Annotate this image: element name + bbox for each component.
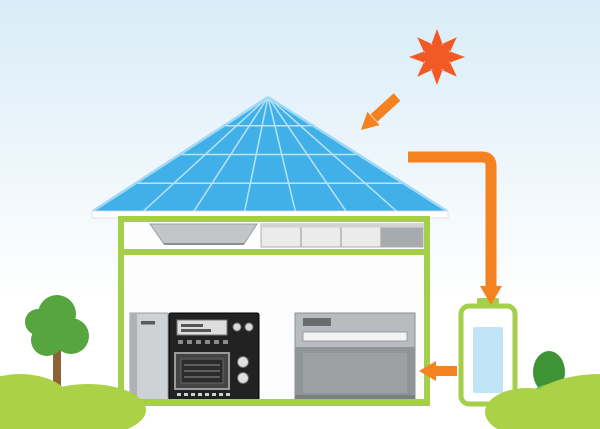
oven-bottom-button [226, 393, 230, 396]
sun-ray [431, 70, 443, 85]
arrow-roof-to-battery [408, 151, 502, 305]
house-frame [118, 216, 430, 406]
solar-panel-grid [136, 96, 403, 212]
roof-edge [267, 95, 448, 213]
sun-ray [409, 51, 424, 63]
sun-ray [417, 37, 432, 52]
arrow-battery-to-appliance [419, 361, 457, 381]
oven-bottom-button [219, 393, 223, 396]
bush-left [0, 374, 146, 429]
roof-edge-highlight [92, 95, 448, 213]
bush-mound [30, 384, 146, 429]
arrow-head [480, 286, 502, 305]
dishwasher-control [303, 318, 331, 326]
tree-foliage-blob [25, 309, 51, 335]
arrow-shaft [370, 93, 401, 122]
oven-button [196, 340, 201, 344]
frame-bottom [118, 399, 430, 406]
sun-icon [409, 29, 465, 85]
cabinet-handle [141, 321, 155, 325]
oven-unit [168, 312, 260, 401]
sun-core [423, 43, 451, 71]
oven-display-segment [181, 324, 203, 327]
panel-grid-line [267, 96, 397, 212]
oven-button [214, 340, 219, 344]
sun-ray [442, 62, 457, 77]
cabinet-side-stripe [130, 313, 137, 400]
oven-knob [244, 322, 254, 332]
frame-left [118, 216, 124, 406]
arrow-shaft [408, 151, 497, 288]
arrow-head [361, 111, 380, 130]
oven-bottom-button [198, 393, 202, 396]
range-hood [149, 223, 258, 245]
oven-button [187, 340, 192, 344]
oven-bottom-button [177, 393, 181, 396]
second-floor-windows [260, 223, 424, 248]
frame-top [118, 216, 430, 222]
oven-button [205, 340, 210, 344]
panel-grid-line [267, 96, 297, 212]
bush-mound [485, 388, 569, 429]
tree-foliage [25, 295, 89, 356]
sun-ray [431, 29, 443, 44]
oven-bottom-button [191, 393, 195, 396]
oven-bottom-button [212, 393, 216, 396]
microwave-knob [237, 372, 249, 384]
roof-edge [92, 95, 269, 213]
storage-battery [458, 298, 518, 407]
tree-left [25, 295, 89, 405]
arrow-sun-to-roof [361, 93, 401, 130]
panel-grid-line [143, 96, 269, 212]
panel-grid-line [243, 96, 269, 212]
oven-bottom-button [184, 393, 188, 396]
dishwasher-lower-panel [303, 353, 407, 393]
tree-trunk [53, 350, 61, 405]
frame-right [424, 216, 430, 406]
arrow-head [419, 361, 436, 381]
oven-button [223, 340, 228, 344]
battery-charge-level [473, 327, 503, 393]
sun-ray [442, 37, 457, 52]
floor-divider [124, 249, 424, 255]
oven-display-segment [181, 329, 211, 332]
panel-grid-line [267, 96, 347, 212]
oven-bottom-button [205, 393, 209, 396]
bush-right [485, 351, 600, 429]
oven-knob [232, 322, 242, 332]
window-pane-dark [381, 224, 423, 247]
oven-button [178, 340, 183, 344]
oven-display [176, 319, 228, 336]
dishwasher-plinth [295, 395, 415, 400]
sun-ray [417, 62, 432, 77]
microwave-knob [237, 356, 249, 368]
sun-ray [450, 51, 465, 63]
dishwasher-unit [294, 312, 416, 401]
dishwasher-handle [302, 331, 408, 342]
panel-grid-line [193, 96, 269, 212]
window-top-shadow [261, 224, 423, 228]
cabinet-unit [129, 312, 169, 401]
